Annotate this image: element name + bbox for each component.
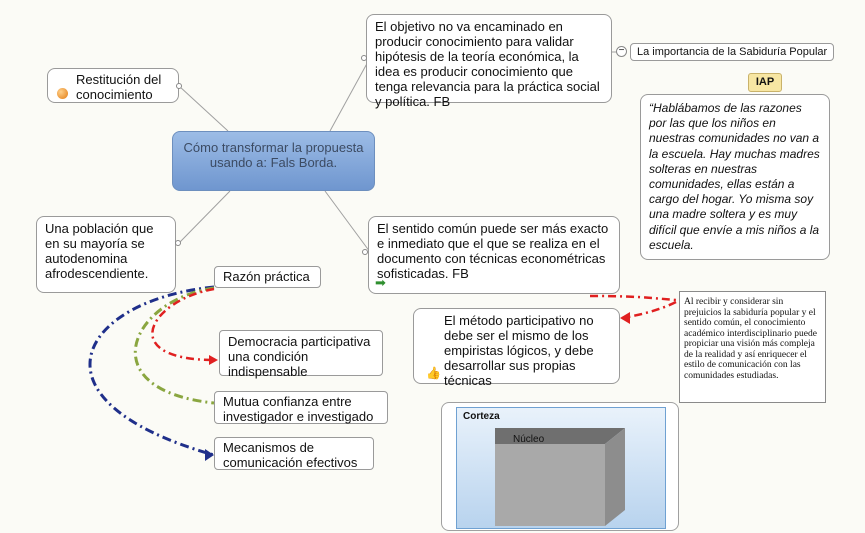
node-mecanismos[interactable]: Mecanismos de comunicación efectivos [214, 437, 374, 470]
relation-curve-red-metodo [621, 300, 677, 320]
collapse-toggle[interactable]: − [616, 46, 627, 57]
node-poblacion-label: Una población que en su mayoría se autod… [45, 221, 154, 281]
node-poblacion[interactable]: Una población que en su mayoría se autod… [36, 216, 176, 293]
image-frame[interactable]: Corteza Núcleo [441, 402, 679, 531]
explanation-note: Al recibir y considerar sin prejuicios l… [679, 291, 826, 403]
node-mecanismos-label: Mecanismos de comunicación efectivos [223, 440, 358, 470]
node-connector-dot [361, 55, 367, 61]
relation-curve-red-note [589, 294, 677, 302]
arrowhead-red-metodo [620, 312, 630, 324]
node-restitucion-text-wrap: Restitución del conocimiento [56, 72, 172, 102]
node-democracia-label: Democracia participativa una condición i… [228, 334, 371, 379]
relation-curve-red [151, 287, 216, 362]
node-objetivo[interactable]: El objetivo no va encaminado en producir… [366, 14, 612, 109]
node-metodo[interactable]: El método participativo no debe ser el m… [413, 308, 620, 388]
node-restitucion-label: Restitución del conocimiento [76, 72, 162, 102]
central-topic-label: Cómo transformar la propuesta usando a: … [183, 140, 364, 170]
cube-illustration [495, 428, 625, 526]
thumbs-up-icon: 👍 [426, 366, 441, 380]
arrowhead-navy [205, 449, 214, 461]
topic-label-text: La importancia de la Sabiduría Popular [637, 46, 828, 58]
node-democracia[interactable]: Democracia participativa una condición i… [219, 330, 383, 379]
node-connector-dot [175, 240, 181, 246]
branch-line-sentido [324, 190, 371, 253]
relation-curve-olive [133, 286, 215, 405]
orange-ball-icon [57, 88, 68, 99]
node-restitucion[interactable]: Restitución del conocimiento [47, 68, 179, 103]
node-confianza[interactable]: Mutua confianza entre investigador e inv… [214, 391, 388, 424]
iap-badge: IAP [748, 73, 782, 92]
node-confianza-label: Mutua confianza entre investigador e inv… [223, 394, 374, 424]
node-sentido-label: El sentido común puede ser más exacto e … [377, 221, 609, 281]
node-metodo-label: El método participativo no debe ser el m… [444, 313, 594, 388]
quote-note-text: “Hablábamos de las razones por las que l… [649, 101, 820, 252]
branch-line-poblacion [179, 190, 231, 243]
branch-line-restitucion [178, 85, 229, 132]
branch-line-objetivo [329, 57, 371, 132]
green-arrow-icon: ➡ [375, 275, 386, 290]
central-topic[interactable]: Cómo transformar la propuesta usando a: … [172, 131, 375, 191]
iap-badge-text: IAP [755, 76, 775, 88]
corteza-nucleo-image: Corteza Núcleo [456, 407, 666, 529]
quote-note: “Hablábamos de las razones por las que l… [640, 94, 830, 260]
relation-curve-navy [88, 285, 215, 457]
explanation-note-text: Al recibir y considerar sin prejuicios l… [684, 297, 817, 381]
node-connector-dot [362, 249, 368, 255]
topic-label-sabiduria[interactable]: La importancia de la Sabiduría Popular [630, 43, 835, 61]
arrowhead-red [209, 355, 218, 365]
image-label-nucleo: Núcleo [513, 434, 545, 445]
node-razon-label: Razón práctica [223, 269, 310, 284]
node-objetivo-label: El objetivo no va encaminado en producir… [375, 19, 600, 109]
node-razon[interactable]: Razón práctica [214, 266, 321, 288]
node-connector-dot [176, 83, 182, 89]
image-label-corteza: Corteza [463, 411, 500, 422]
node-sentido[interactable]: El sentido común puede ser más exacto e … [368, 216, 620, 294]
